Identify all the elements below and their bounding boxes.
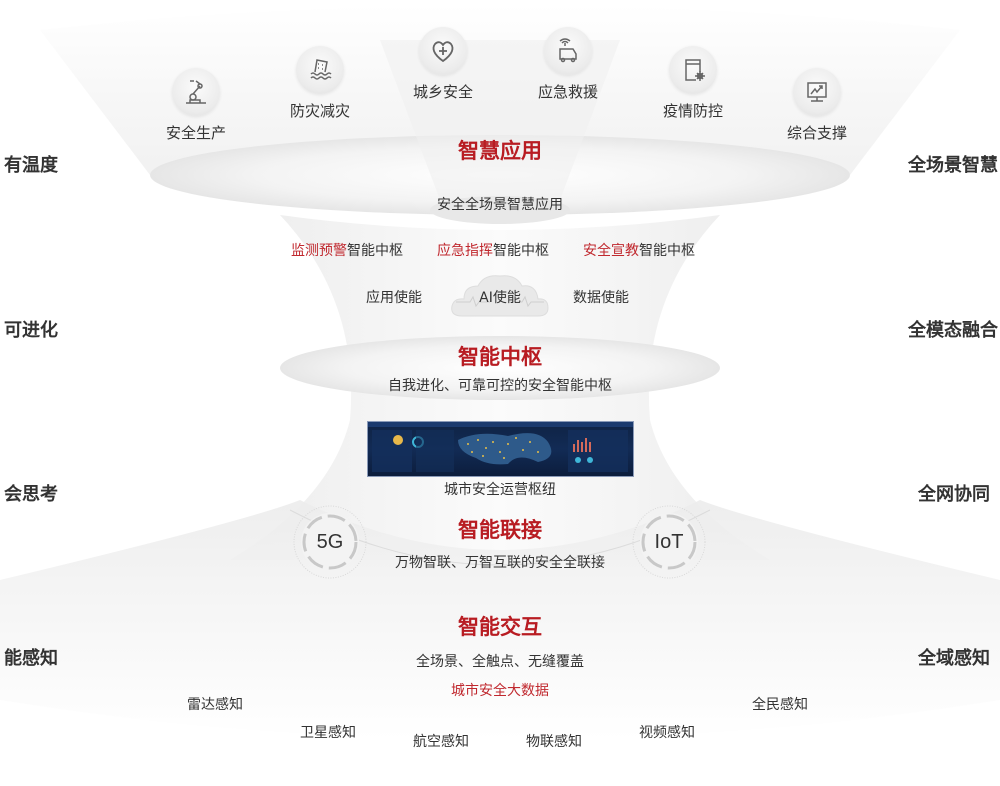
iot-badge: IoT <box>631 504 707 580</box>
city-safety-big-data: 城市安全大数据 <box>451 683 549 699</box>
enabler-ai: AI使能 <box>479 290 521 306</box>
smart-connection-title: 智能联接 <box>458 518 542 542</box>
monitor-chart-icon <box>793 68 841 116</box>
app-disaster-prevention[interactable]: 防灾减灾 <box>270 46 370 121</box>
flood-building-icon <box>296 46 344 94</box>
right-label-full-scene: 全场景智慧 <box>908 155 998 176</box>
smart-connection-subtitle: 万物智联、万智互联的安全全联接 <box>395 555 605 571</box>
app-emergency-rescue[interactable]: 应急救援 <box>518 27 618 102</box>
5g-label: 5G <box>316 531 344 553</box>
heart-plus-icon <box>419 27 467 75</box>
right-label-multimodal: 全模态融合 <box>908 320 998 341</box>
5g-badge: 5G <box>292 504 368 580</box>
smart-interaction-subtitle: 全场景、全触点、无缝覆盖 <box>416 654 584 670</box>
cloud-brain-icon <box>450 272 550 318</box>
hub-safety-education[interactable]: 安全宣教智能中枢 <box>583 243 695 259</box>
sensing-satellite: 卫星感知 <box>300 725 356 741</box>
city-safety-hub-caption: 城市安全运营枢纽 <box>444 482 556 498</box>
iot-label: IoT <box>654 531 684 553</box>
sensing-public: 全民感知 <box>752 697 808 713</box>
right-label-network: 全网协同 <box>918 484 990 505</box>
right-label-domain: 全域感知 <box>918 648 990 669</box>
left-label-perception: 能感知 <box>4 648 58 669</box>
hub-emergency-command[interactable]: 应急指挥智能中枢 <box>437 243 549 259</box>
application-icons: 安全生产 防灾减灾 城乡安全 应急救援 疫情防控 综合支撑 <box>0 0 1000 160</box>
central-hub-title: 智能中枢 <box>458 345 542 369</box>
smart-applications-subtitle: 安全全场景智慧应用 <box>437 197 563 213</box>
left-label-evolvable: 可进化 <box>4 320 58 341</box>
enabler-data: 数据使能 <box>573 290 629 306</box>
document-virus-icon <box>669 46 717 94</box>
robot-arm-icon <box>172 68 220 116</box>
signal-truck-icon <box>544 27 592 75</box>
left-label-thinking: 会思考 <box>4 484 58 505</box>
left-label-warmth: 有温度 <box>4 155 58 176</box>
sensing-aerial: 航空感知 <box>413 734 469 750</box>
app-epidemic-control[interactable]: 疫情防控 <box>643 46 743 121</box>
central-hub-subtitle: 自我进化、可靠可控的安全智能中枢 <box>388 378 612 394</box>
app-urban-rural-safety[interactable]: 城乡安全 <box>393 27 493 102</box>
sensing-radar: 雷达感知 <box>187 697 243 713</box>
smart-applications-title: 智慧应用 <box>458 139 542 163</box>
app-safety-production[interactable]: 安全生产 <box>146 68 246 143</box>
sensing-video: 视频感知 <box>639 725 695 741</box>
app-integrated-support[interactable]: 综合支撑 <box>767 68 867 143</box>
smart-interaction-title: 智能交互 <box>458 615 542 639</box>
city-safety-dashboard-thumbnail[interactable] <box>367 421 634 477</box>
enabler-application: 应用使能 <box>366 290 422 306</box>
hub-monitoring-warning[interactable]: 监测预警智能中枢 <box>291 243 403 259</box>
sensing-iot: 物联感知 <box>526 734 582 750</box>
